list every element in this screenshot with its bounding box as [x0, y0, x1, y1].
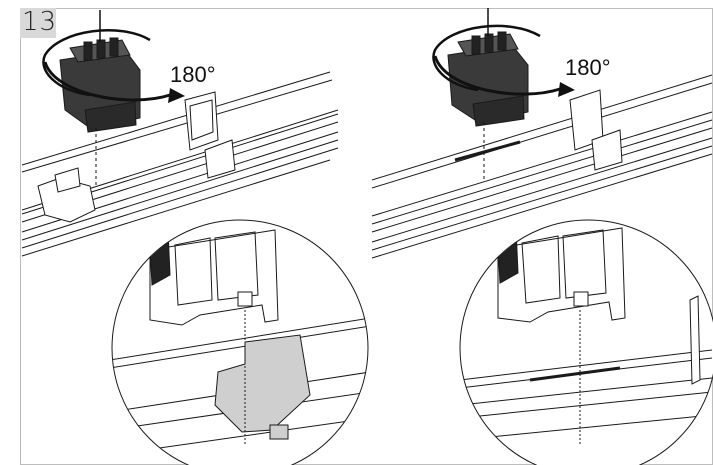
left-spring-clips: [184, 91, 236, 179]
right-connector-device: [447, 8, 529, 180]
right-spring-clips: [569, 89, 623, 171]
left-detail-circle: [111, 219, 369, 465]
rotation-label-left: 180°: [170, 62, 216, 87]
rotation-label-right: 180°: [565, 55, 611, 80]
right-rotation-arrow: [432, 24, 575, 97]
left-connector-device: [59, 10, 141, 185]
right-rail: [371, 74, 713, 259]
right-detail-circle: [459, 219, 713, 465]
step-number-box: [20, 8, 56, 38]
left-clip: [37, 167, 96, 223]
step-number: 13: [22, 7, 58, 37]
left-rotation-arrow: [42, 29, 185, 103]
